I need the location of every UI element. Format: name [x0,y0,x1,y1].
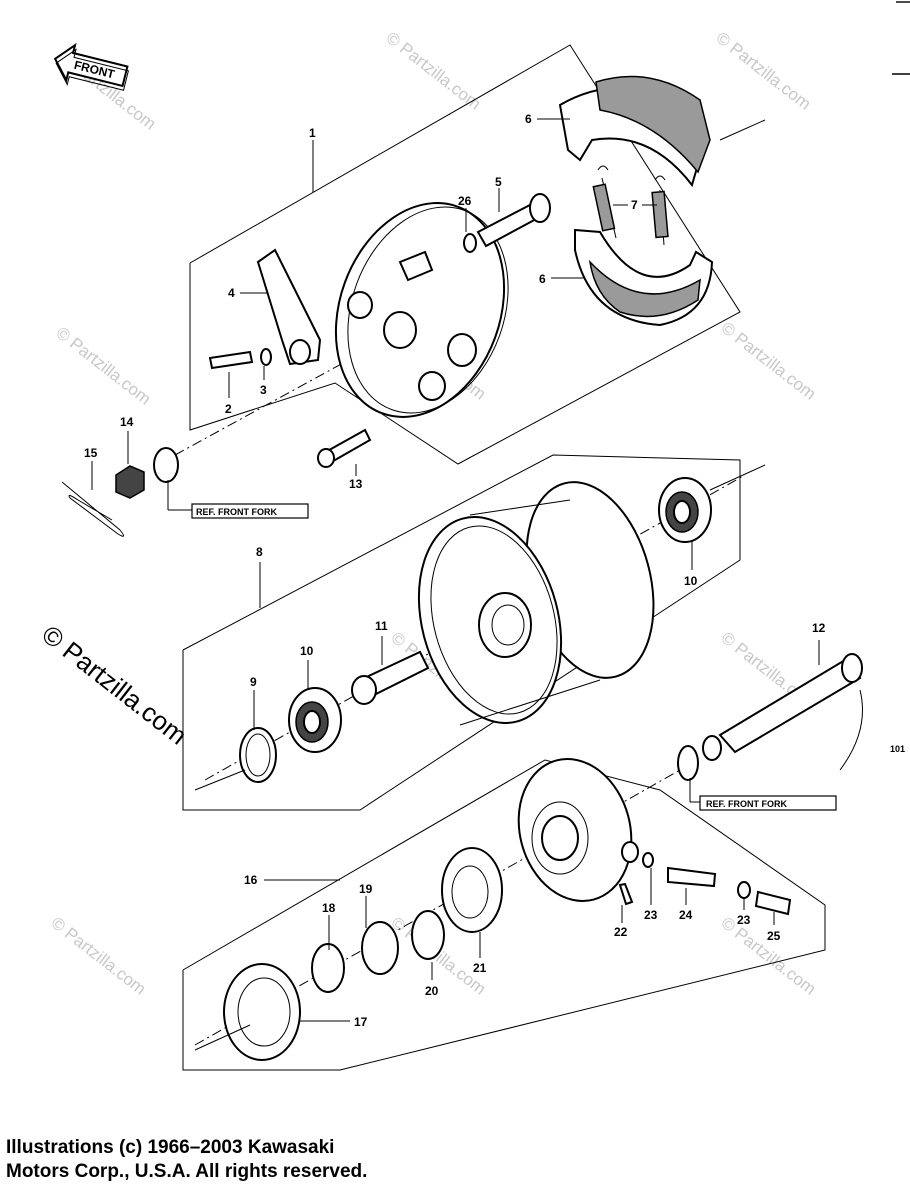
gear-circlip [311,943,345,993]
watermark: © Partzilla.com [48,913,150,999]
leader-lines [91,118,820,1022]
cotter-pin [61,481,124,537]
meter-gear-housing [517,758,639,902]
callout-23: 23 [737,913,751,927]
callout-1: 1 [309,126,316,140]
callout-22: 22 [614,925,628,939]
brake-cam-lever [256,248,322,366]
callout-4: 4 [228,286,235,300]
wheel-hub [417,481,655,726]
brake-panel [334,202,509,418]
pinion-gear [667,866,717,888]
lever-washer [260,348,272,366]
brake-shoe-upper [558,75,711,188]
outline-hub [182,454,741,811]
brake-spring-right [651,175,669,246]
callout-18: 18 [322,901,336,915]
callout-6: 6 [539,272,546,286]
lever-bolt [208,350,254,370]
callout-12: 12 [812,621,826,635]
copyright-line-2: Motors Corp., U.S.A. All rights reserved… [6,1161,368,1182]
ref-front-fork-label: REF. FRONT FORK [706,799,787,809]
callout-6: 6 [525,112,532,126]
ref-front-fork-lower: REF. FRONT FORK [699,795,837,811]
meter-drive-gear [441,847,503,933]
callout-15: 15 [84,446,98,460]
watermark: © Partzilla.com [713,28,815,114]
oil-seal-ring [361,921,399,975]
callout-16: 16 [244,873,258,887]
callout-14: 14 [120,415,134,429]
pinion-bushing [754,890,792,916]
callout-5: 5 [495,175,502,189]
hub-bearing-right [658,477,712,543]
watermark: © Partzilla.com [718,913,820,999]
o-ring [463,233,477,253]
gear-retainer [411,910,445,960]
copyright-line-1: Illustrations (c) 1966–2003 Kawasaki [6,1137,335,1158]
callout-9: 9 [250,675,257,689]
side-code: 101 [890,744,905,754]
callout-3: 3 [260,383,267,397]
callout-24: 24 [679,908,693,922]
callout-20: 20 [425,984,439,998]
callout-26: 26 [458,194,472,208]
outline-brake-panel [189,44,741,465]
axle-nut [115,465,145,499]
pinion-washer-1 [642,852,654,868]
ref-front-fork-upper: REF. FRONT FORK [191,503,309,519]
copyright-notice: Illustrations (c) 1966–2003 Kawasaki Mot… [6,1136,606,1184]
callout-10: 10 [300,644,314,658]
watermark: © Partzilla.com [383,28,485,114]
hub-bearing-left [288,687,342,753]
front-arrow-badge: FRONT [53,42,129,91]
brake-shoe-lower [574,228,714,327]
watermark-large: © Partzilla.com [36,619,193,751]
callout-23: 23 [644,908,658,922]
callout-7: 7 [631,198,638,212]
watermark: © Partzilla.com [718,318,820,404]
callout-8: 8 [256,545,263,559]
circlip [239,727,277,783]
callout-2: 2 [225,402,232,416]
callout-11: 11 [375,619,388,633]
callout-25: 25 [767,929,781,943]
callout-10: 10 [684,574,698,588]
pin [618,882,634,906]
callout-numbers: 1 2 3 4 5 6 6 7 8 9 10 10 11 12 13 14 15… [84,112,826,1029]
ref-front-fork-label: REF. FRONT FORK [196,507,277,517]
watermark: © Partzilla.com [53,323,155,409]
callout-19: 19 [359,882,373,896]
axle-collar [677,745,699,781]
brake-camshaft [476,193,551,248]
oil-seal [223,963,301,1061]
front-axle [702,653,863,771]
callout-21: 21 [473,961,487,975]
callout-13: 13 [349,477,363,491]
brake-spring-left [592,165,617,239]
axle-washer [153,447,179,483]
callout-17: 17 [354,1015,368,1029]
pinion-washer-2 [737,881,751,899]
